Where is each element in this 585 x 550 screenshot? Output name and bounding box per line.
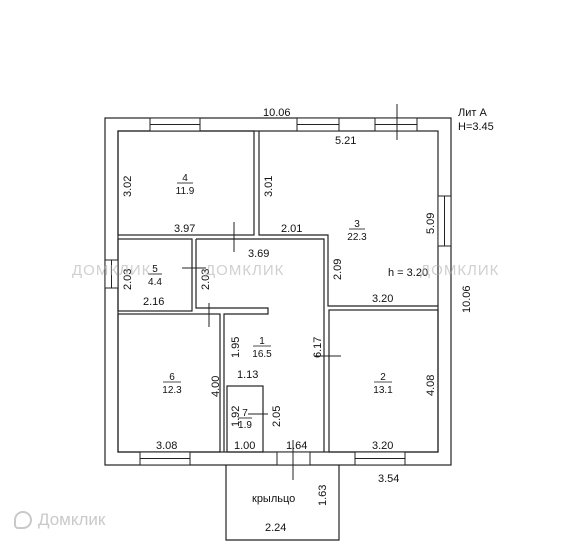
room-4-label: 4 11.9 bbox=[176, 173, 195, 197]
dim-1-92: 1.92 bbox=[230, 406, 242, 427]
dim-1-63: 1.63 bbox=[317, 485, 329, 506]
room-1-wall bbox=[196, 238, 325, 452]
dim-3-20-mid: 3.20 bbox=[372, 293, 393, 305]
room-7-area: 1.9 bbox=[238, 420, 252, 431]
room-5-label: 5 4.4 bbox=[148, 264, 162, 288]
dim-6-17: 6.17 bbox=[312, 337, 324, 358]
room-5-number: 5 bbox=[152, 264, 158, 275]
dim-5-09: 5.09 bbox=[425, 213, 437, 234]
height-label: H=3.45 bbox=[458, 121, 494, 133]
watermark-right: ДОМКЛИК bbox=[420, 262, 500, 279]
room-1-label: 1 16.5 bbox=[252, 336, 272, 360]
dim-3-02: 3.02 bbox=[122, 176, 134, 197]
outer-wall-inner bbox=[117, 130, 439, 453]
room-3-label: 3 22.3 bbox=[347, 219, 367, 243]
dim-5-21: 5.21 bbox=[335, 135, 356, 147]
dim-total-width: 10.06 bbox=[263, 107, 291, 119]
dim-1-13: 1.13 bbox=[237, 369, 258, 381]
dim-3-97: 3.97 bbox=[174, 223, 195, 235]
dim-total-height: 10.06 bbox=[461, 285, 473, 313]
watermark-center: ДОМКЛИК bbox=[205, 262, 285, 279]
dim-2-03-left: 2.03 bbox=[122, 269, 134, 290]
dim-3-01: 3.01 bbox=[263, 176, 275, 197]
dim-2-09: 2.09 bbox=[332, 259, 344, 280]
room-1-number: 1 bbox=[259, 336, 265, 347]
room-2-area: 13.1 bbox=[373, 385, 393, 396]
dim-h-3-20: h = 3.20 bbox=[388, 267, 428, 279]
dim-3-69: 3.69 bbox=[248, 248, 269, 260]
dim-2-05: 2.05 bbox=[271, 406, 283, 427]
room-7-label: 7 1.9 bbox=[238, 408, 252, 431]
room-3-number: 3 bbox=[354, 219, 360, 230]
dim-3-20-bot: 3.20 bbox=[372, 440, 393, 452]
dim-2-24: 2.24 bbox=[265, 522, 286, 534]
dim-3-54: 3.54 bbox=[378, 473, 399, 485]
room-6-label: 6 12.3 bbox=[162, 372, 182, 396]
room-2-label: 2 13.1 bbox=[373, 372, 393, 396]
room-7-outline bbox=[226, 385, 264, 453]
windows bbox=[104, 117, 452, 466]
dim-2-16: 2.16 bbox=[143, 296, 164, 308]
dim-1-95: 1.95 bbox=[230, 337, 242, 358]
dim-1-64: 1.64 bbox=[286, 440, 307, 452]
room-2-number: 2 bbox=[380, 372, 386, 383]
room-3-area: 22.3 bbox=[347, 232, 367, 243]
dim-3-08: 3.08 bbox=[156, 440, 177, 452]
room-1-left-wall bbox=[195, 239, 269, 452]
dim-2-03-inner: 2.03 bbox=[200, 269, 212, 290]
room-5-area: 4.4 bbox=[148, 277, 162, 288]
room-6-area: 12.3 bbox=[162, 385, 182, 396]
room-6-number: 6 bbox=[169, 372, 175, 383]
door-ticks bbox=[182, 104, 398, 480]
room-4-number: 4 bbox=[182, 173, 188, 184]
room-4-area: 11.9 bbox=[176, 186, 195, 197]
room-7-number: 7 bbox=[242, 408, 248, 419]
porch-label: крыльцо bbox=[252, 493, 295, 505]
porch-outline bbox=[225, 465, 340, 541]
room-6-outline bbox=[117, 313, 221, 453]
dim-1-00: 1.00 bbox=[234, 440, 255, 452]
dim-2-01: 2.01 bbox=[281, 223, 302, 235]
lit-label: Лит А bbox=[458, 107, 487, 119]
domclick-logo-icon bbox=[14, 511, 32, 529]
room-1-area: 16.5 bbox=[252, 349, 272, 360]
dim-4-08: 4.08 bbox=[425, 375, 437, 396]
domclick-logo: Домклик bbox=[14, 510, 105, 530]
dim-4-00: 4.00 bbox=[210, 376, 222, 397]
domclick-logo-text: Домклик bbox=[38, 510, 106, 529]
watermark-left: ДОМКЛИК bbox=[72, 262, 152, 279]
room-3-outline bbox=[258, 131, 438, 307]
